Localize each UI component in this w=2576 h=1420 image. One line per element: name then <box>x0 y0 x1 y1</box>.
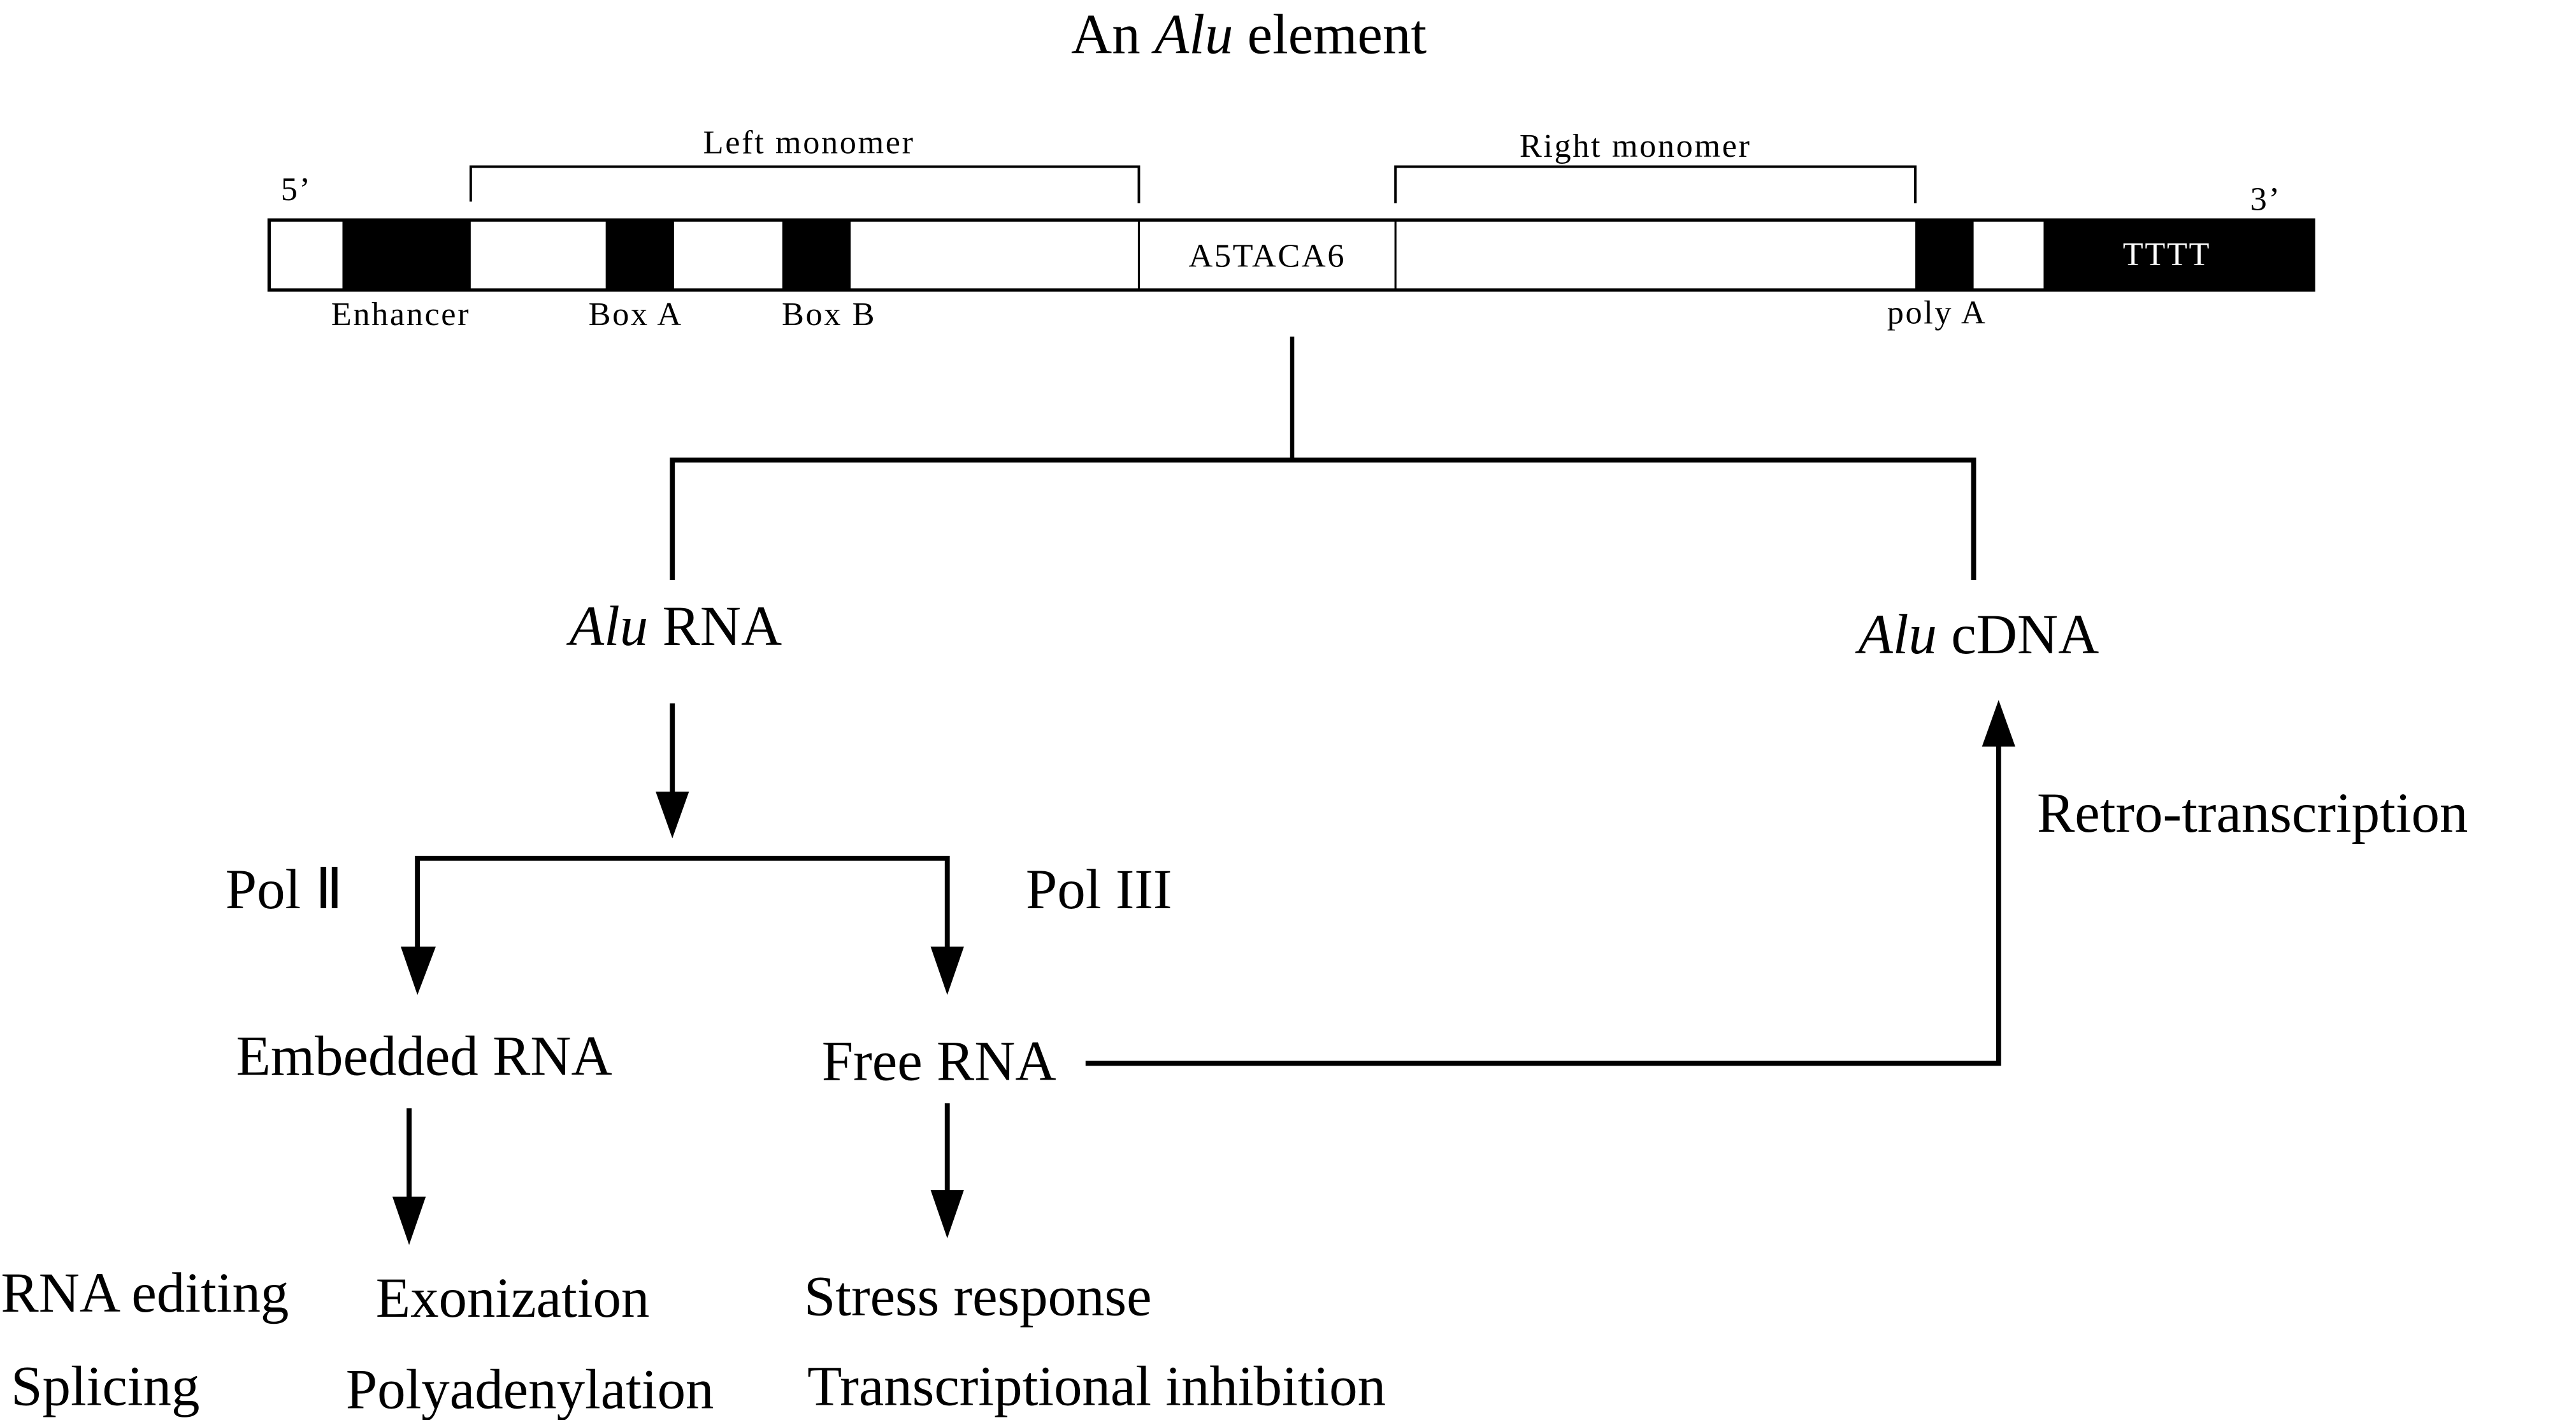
outcome-polyadenylation: Polyadenylation <box>346 1359 714 1420</box>
alu-cdna-label: Alu cDNA <box>1855 604 2099 666</box>
branch-line <box>670 457 1976 581</box>
alu-element-bar <box>267 218 2315 292</box>
pol2-label: Pol Ⅱ <box>226 859 343 921</box>
right-monomer-bracket <box>1394 165 1917 204</box>
retro-line <box>1085 743 2001 1066</box>
enhancer-segment <box>342 220 471 291</box>
poly-a-segment <box>1915 220 1974 291</box>
pol-branch-line <box>415 855 950 950</box>
box-b-label: Box B <box>782 296 876 333</box>
arrow-free-down <box>930 1103 964 1238</box>
outcome-stress-response: Stress response <box>804 1265 1152 1328</box>
five-prime-label: 5’ <box>281 171 312 208</box>
pol3-label: Pol III <box>1026 859 1172 921</box>
left-monomer-label: Left monomer <box>703 124 915 161</box>
retro-transcription-label: Retro-transcription <box>2037 782 2468 844</box>
box-a-segment <box>605 220 674 291</box>
right-monomer-label: Right monomer <box>1520 127 1752 164</box>
box-a-label: Box A <box>589 296 683 333</box>
outcome-splicing: Splicing <box>11 1355 199 1417</box>
alu-rna-label: Alu RNA <box>566 595 782 658</box>
enhancer-label: Enhancer <box>331 296 470 333</box>
poly-a-label: poly A <box>1887 294 1987 331</box>
arrow-embedded-down <box>392 1108 426 1245</box>
outcome-exonization: Exonization <box>376 1267 650 1329</box>
arrow-alu-rna-down <box>656 703 689 839</box>
embedded-rna-label: Embedded RNA <box>236 1025 612 1088</box>
left-monomer-bracket <box>469 165 1140 204</box>
arrow-pol3-head <box>930 946 964 996</box>
outcome-rna-editing: RNA editing <box>1 1262 289 1324</box>
tttt-segment <box>2043 220 2314 291</box>
outcome-transcriptional-inhibition: Transcriptional inhibition <box>807 1355 1386 1417</box>
linker-label: A5TACA6 <box>1189 237 1346 274</box>
diagram-title: An Alu element <box>1071 4 1427 66</box>
tttt-label: TTTT <box>2123 236 2211 273</box>
arrow-retro-head <box>1982 700 2015 747</box>
box-b-segment <box>782 220 851 291</box>
free-rna-label: Free RNA <box>822 1031 1056 1093</box>
arrow-pol2-head <box>401 946 436 996</box>
three-prime-label: 3’ <box>2250 180 2282 217</box>
